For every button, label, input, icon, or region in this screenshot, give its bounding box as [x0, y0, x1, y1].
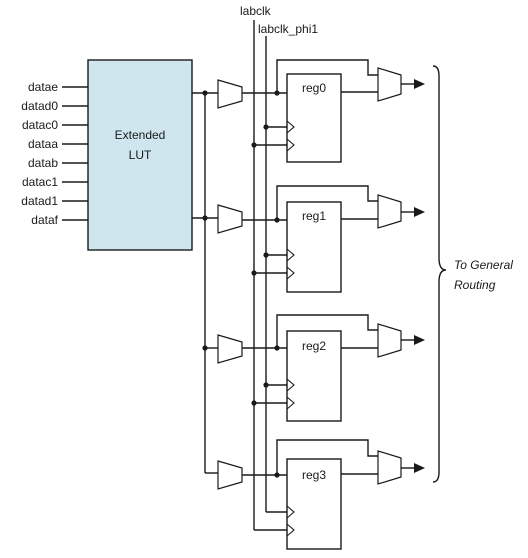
input-mux-1	[217, 204, 243, 234]
input-label-datab: datab	[28, 156, 58, 170]
output-arrow-1	[414, 207, 425, 217]
extended-lut-block	[87, 59, 193, 251]
input-label-datae: datae	[28, 80, 58, 94]
lut-input-wires	[62, 86, 88, 221]
register-box-reg1	[286, 201, 342, 293]
output-mux-3	[377, 450, 402, 485]
register-stage-1: reg1	[217, 185, 425, 293]
destination-label-line2: Routing	[454, 278, 496, 292]
output-mux-0	[377, 67, 402, 102]
input-label-datad0: datad0	[21, 99, 58, 113]
register-label-reg0: reg0	[302, 81, 326, 95]
lut-output-wires	[192, 90, 218, 474]
clock-lines	[251, 20, 287, 531]
output-mux-1	[377, 194, 402, 229]
output-arrow-2	[414, 335, 425, 345]
register-label-reg3: reg3	[302, 468, 326, 482]
register-stage-2: reg2	[217, 314, 425, 422]
register-label-reg2: reg2	[302, 339, 326, 353]
input-mux-2	[217, 334, 243, 364]
destination-label-line1: To General	[454, 258, 513, 272]
output-arrow-0	[414, 79, 425, 89]
output-arrow-3	[414, 463, 425, 473]
input-mux-3	[217, 460, 243, 490]
register-box-reg0	[286, 73, 342, 163]
register-box-reg3	[286, 458, 342, 550]
input-label-datad1: datad1	[21, 194, 58, 208]
register-stage-0: reg0	[217, 59, 425, 163]
input-label-datac1: datac1	[22, 175, 58, 189]
register-label-reg1: reg1	[302, 209, 326, 223]
input-mux-0	[217, 79, 243, 109]
lut-input-labels: datae datad0 datac0 dataa datab datac1 d…	[21, 80, 58, 227]
clock-label-labclk: labclk	[240, 4, 272, 18]
register-box-reg2	[286, 330, 342, 422]
output-mux-2	[377, 323, 402, 358]
routing-brace	[432, 65, 447, 483]
lut-label-line2: LUT	[129, 148, 152, 162]
clock-label-labclk-phi1: labclk_phi1	[258, 22, 318, 36]
input-label-dataa: dataa	[28, 137, 58, 151]
input-label-datac0: datac0	[22, 118, 58, 132]
input-label-dataf: dataf	[31, 213, 58, 227]
lut-label-line1: Extended	[115, 128, 166, 142]
register-stage-3: reg3	[217, 439, 425, 550]
